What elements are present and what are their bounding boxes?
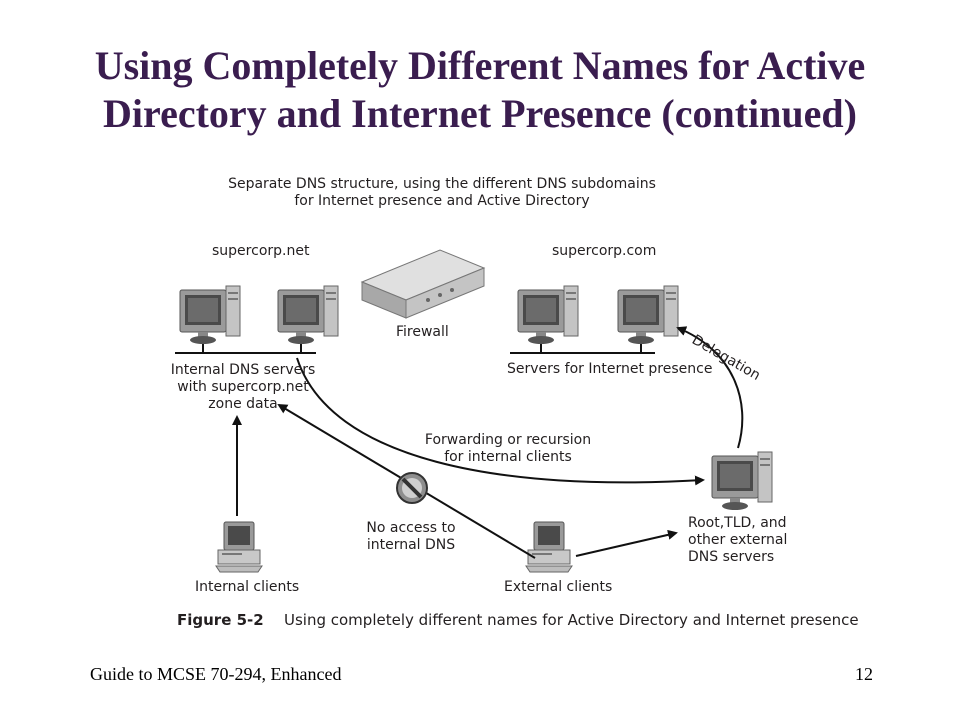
external-clients-label: External clients xyxy=(504,579,613,595)
internal-clients-label: Internal clients xyxy=(195,579,300,595)
no-access-line2: internal DNS xyxy=(366,537,456,553)
no-access-line1: No access to xyxy=(366,520,456,536)
internal-servers-line3: zone data xyxy=(208,396,278,412)
slide-title: Using Completely Different Names for Act… xyxy=(0,42,960,138)
no-access-icon xyxy=(396,472,428,504)
external-client-query-arrow xyxy=(575,529,678,557)
internal-client-icon xyxy=(215,521,263,573)
forwarding-arrow xyxy=(296,357,705,486)
figure-heading: Separate DNS structure, using the differ… xyxy=(200,176,684,210)
internet-server-1-icon xyxy=(517,285,579,345)
firewall-appliance-icon xyxy=(360,249,486,319)
internal-servers-line1: Internal DNS servers xyxy=(170,362,316,378)
figure-heading-line2: for Internet presence and Active Directo… xyxy=(294,193,590,209)
internal-dns-server-1-icon xyxy=(179,285,241,345)
root-tld-label: Root,TLD, and other external DNS servers xyxy=(688,515,787,566)
external-dns-server-icon xyxy=(711,451,773,511)
forwarding-label: Forwarding or recursion for internal cli… xyxy=(418,432,598,466)
external-client-icon xyxy=(525,521,573,573)
internet-servers-label: Servers for Internet presence xyxy=(507,361,713,377)
forwarding-line1: Forwarding or recursion xyxy=(424,432,592,448)
figure-number: Figure 5-2 xyxy=(177,611,264,629)
firewall-label: Firewall xyxy=(396,324,449,340)
forwarding-line2: for internal clients xyxy=(444,449,572,465)
internal-dns-server-2-icon xyxy=(277,285,339,345)
no-access-label: No access to internal DNS xyxy=(356,520,466,554)
slide-title-line1: Using Completely Different Names for Act… xyxy=(94,43,866,88)
slide-title-line2: Directory and Internet Presence (continu… xyxy=(103,91,857,136)
left-domain-label: supercorp.net xyxy=(212,243,310,259)
footer-course-title: Guide to MCSE 70-294, Enhanced xyxy=(90,664,342,684)
root-line2: other external xyxy=(688,532,788,548)
delegation-arrow xyxy=(676,326,744,449)
internal-servers-label: Internal DNS servers with supercorp.net … xyxy=(162,362,324,413)
figure-caption: Using completely different names for Act… xyxy=(284,611,859,629)
internet-server-2-icon xyxy=(617,285,679,345)
figure-heading-line1: Separate DNS structure, using the differ… xyxy=(228,176,656,192)
root-line1: Root,TLD, and xyxy=(688,515,787,531)
internal-servers-line2: with supercorp.net xyxy=(177,379,309,395)
page-number: 12 xyxy=(855,664,873,684)
right-domain-label: supercorp.com xyxy=(552,243,657,259)
root-line3: DNS servers xyxy=(688,549,775,565)
